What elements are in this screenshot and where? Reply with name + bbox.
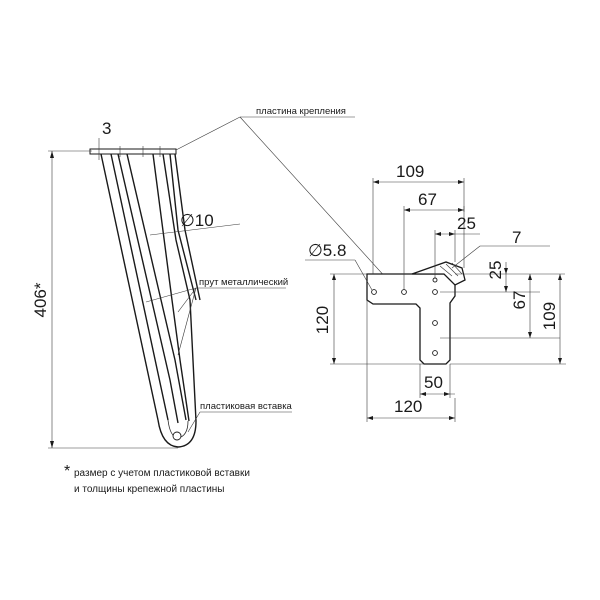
rod-leader-3	[177, 287, 197, 356]
footnote-line-1: размер с учетом пластиковой вставки	[74, 468, 250, 479]
insert-leader	[187, 411, 201, 433]
right-offset-dimension: 25	[486, 261, 505, 280]
plate-top-view: ∅5.8 109 67 25 7 25 67	[305, 162, 566, 422]
footnote-line-2: и толщины крепежной пластины	[74, 484, 225, 495]
bottom-width-dimension: 50	[424, 373, 443, 392]
mounting-plate-outline	[366, 273, 456, 365]
mounting-hole	[371, 289, 377, 295]
mounting-hole	[432, 350, 438, 356]
plastic-insert-label: пластиковая вставка	[200, 401, 293, 412]
bracket-leader	[451, 245, 481, 269]
plate-view-leader	[239, 116, 389, 281]
hole-diameter-dimension: ∅5.8	[308, 241, 346, 260]
right-height-dimension: 109	[540, 302, 559, 330]
hole-diameter-leader-2	[354, 259, 373, 291]
mounting-hole	[401, 289, 407, 295]
insert-detail	[172, 431, 182, 441]
metal-rod-label: прут металлический	[199, 277, 288, 288]
leg-side-view: 406* 3 ∅10 пластина крепления прут метал…	[31, 106, 389, 449]
bottom-length-dimension: 120	[394, 397, 422, 416]
bracket-hatch	[439, 265, 453, 277]
leg-mounting-plate	[89, 148, 177, 155]
mounting-plate-label: пластина крепления	[256, 106, 346, 117]
height-dimension: 406*	[31, 282, 50, 317]
mounting-plate-leader	[175, 116, 241, 151]
hole-spacing-dimension: 67	[418, 190, 437, 209]
mounting-hole	[432, 277, 438, 283]
footnote-asterisk: *	[64, 463, 70, 480]
right-spacing-dimension: 67	[510, 291, 529, 310]
bracket-dimension: 7	[512, 228, 521, 247]
footnote: * размер с учетом пластиковой вставки и …	[64, 463, 250, 495]
top-width-dimension: 109	[396, 162, 424, 181]
rod-diameter-dimension: ∅10	[180, 211, 214, 230]
offset-dimension: 25	[457, 214, 476, 233]
diameter-leader	[149, 223, 241, 236]
mounting-hole	[432, 320, 438, 326]
left-height-dimension: 120	[313, 306, 332, 334]
rod-leader-2	[177, 287, 197, 313]
bracket-tab	[411, 261, 466, 286]
metal-rods	[100, 153, 201, 424]
plastic-insert	[157, 419, 197, 448]
thickness-dimension: 3	[102, 119, 111, 138]
bracket-hatch	[451, 262, 463, 275]
mounting-hole	[432, 289, 438, 295]
rod-leader-1	[145, 287, 197, 303]
